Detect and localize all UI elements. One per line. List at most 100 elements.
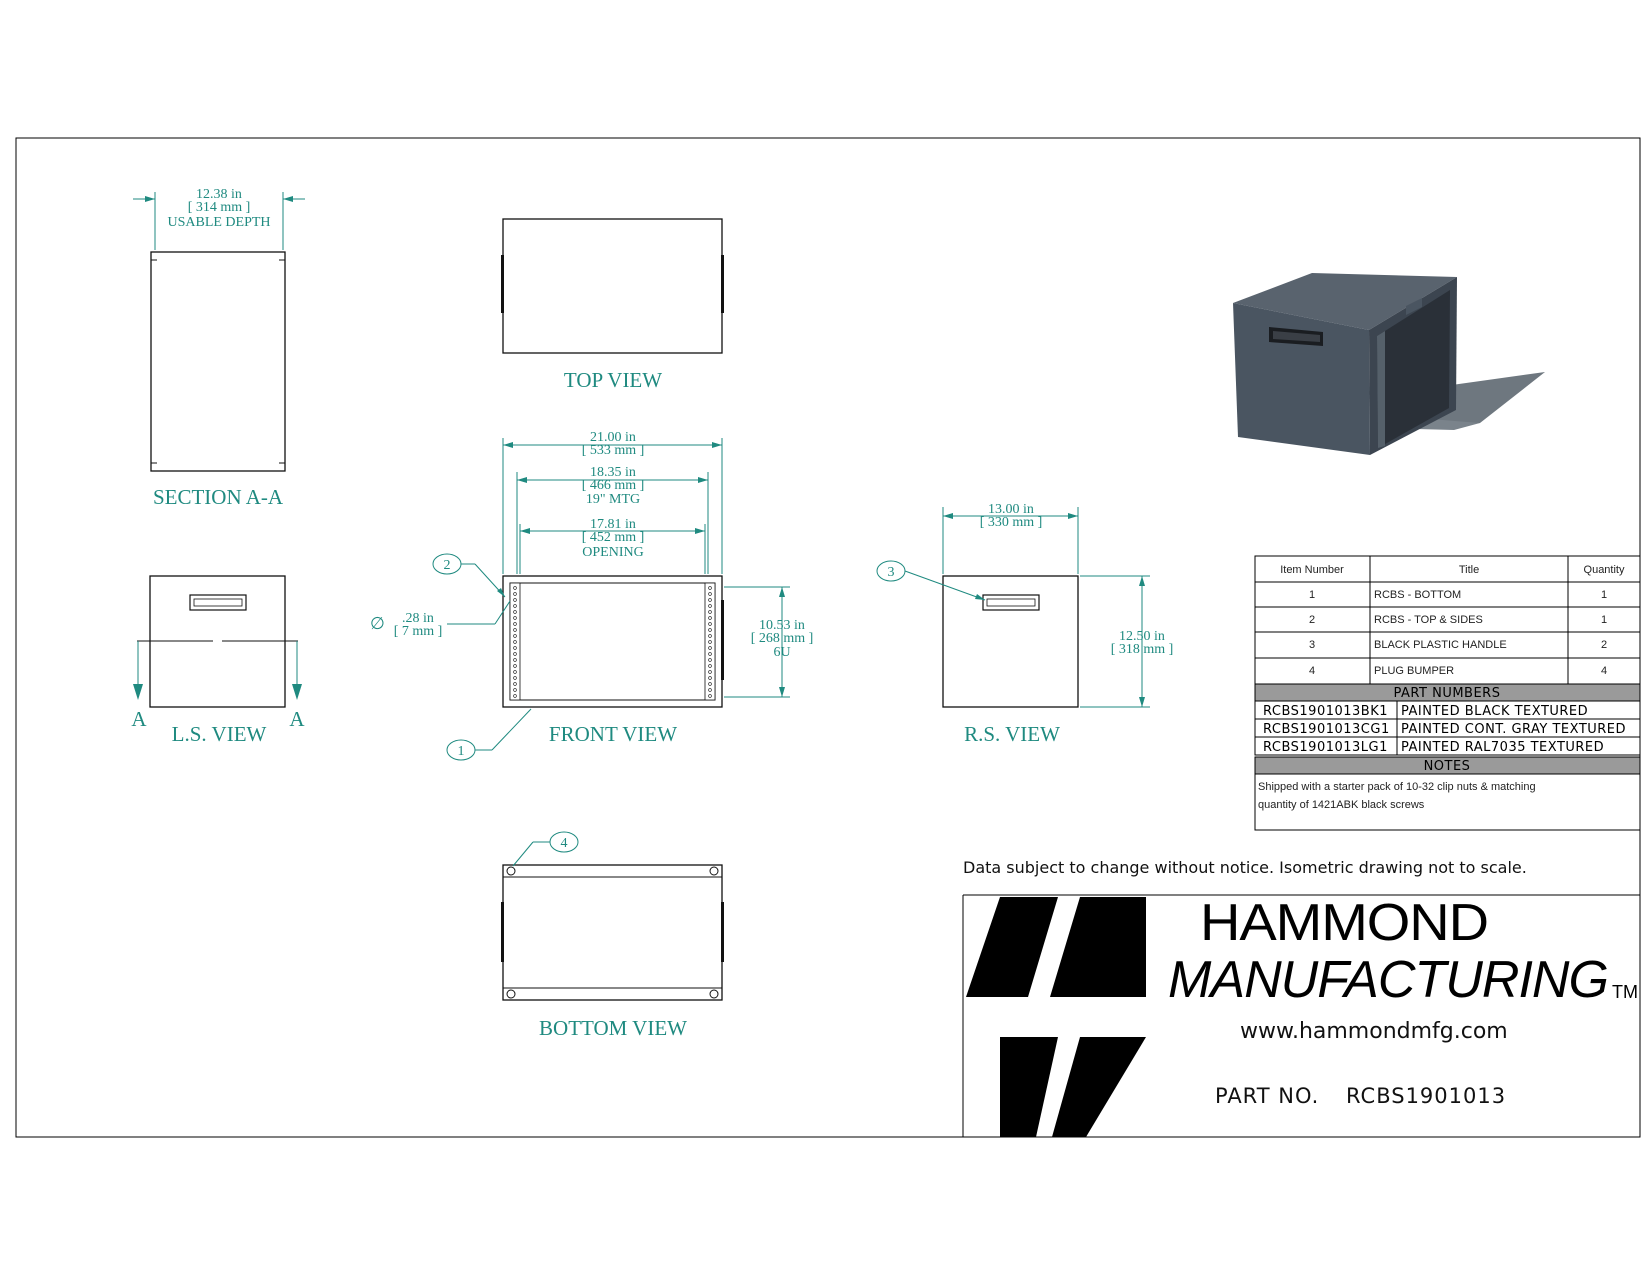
- note-line: Shipped with a starter pack of 10-32 cli…: [1258, 781, 1536, 793]
- front-dim-mtg-2: [ 466 mm ]: [582, 478, 645, 493]
- balloon-4: 4: [561, 836, 568, 851]
- rail-hole: [513, 586, 517, 590]
- rail-hole: [513, 664, 517, 668]
- rail-hole: [708, 610, 712, 614]
- rail-hole: [708, 634, 712, 638]
- rail-hole: [708, 604, 712, 608]
- rail-hole: [708, 694, 712, 698]
- rail-hole: [708, 646, 712, 650]
- part-number: RCBS1901013LG1: [1263, 740, 1388, 755]
- rail-hole: [513, 646, 517, 650]
- rack-rail-holes: [513, 586, 712, 698]
- rail-hole: [513, 658, 517, 662]
- section-dim-2: [ 314 mm ]: [188, 200, 251, 215]
- top-view: TOP VIEW: [501, 218, 724, 392]
- bom-cell: 1: [1309, 589, 1315, 601]
- part-numbers-header: PART NUMBERS: [1394, 686, 1501, 701]
- rail-hole: [708, 616, 712, 620]
- rail-hole: [513, 616, 517, 620]
- right-side-view: 13.00 in [ 330 mm ] 12.50 in [ 318 mm ] …: [876, 502, 1174, 746]
- balloon-3: 3: [888, 565, 895, 580]
- rs-dim-depth-1: 13.00 in: [988, 502, 1034, 517]
- part-number: RCBS1901013CG1: [1263, 722, 1390, 737]
- diameter-symbol: ∅: [370, 614, 385, 633]
- front-dim-opening-3: OPENING: [582, 545, 643, 560]
- section-marker-left: A: [131, 707, 147, 731]
- rail-hole: [513, 634, 517, 638]
- rail-hole: [513, 694, 517, 698]
- rail-hole: [513, 688, 517, 692]
- front-dim-overall-2: [ 533 mm ]: [582, 443, 645, 458]
- company-website: www.hammondmfg.com: [1240, 1019, 1508, 1044]
- notes-header: NOTES: [1424, 759, 1471, 774]
- note-line: quantity of 1421ABK black screws: [1258, 799, 1425, 811]
- rail-hole: [708, 598, 712, 602]
- section-dim-3: USABLE DEPTH: [167, 215, 270, 230]
- rail-hole: [513, 682, 517, 686]
- rail-hole: [708, 592, 712, 596]
- disclaimer-text: Data subject to change without notice. I…: [963, 858, 1527, 877]
- rail-hole: [513, 670, 517, 674]
- bill-of-materials: Item Number Title Quantity 1 RCBS - BOTT…: [1254, 555, 1641, 685]
- hole-dim-2: [ 7 mm ]: [394, 624, 443, 639]
- rail-hole: [513, 640, 517, 644]
- front-dim-opening-2: [ 452 mm ]: [582, 530, 645, 545]
- bom-cell: 1: [1601, 614, 1607, 626]
- rail-hole: [513, 598, 517, 602]
- front-dim-height-1: 10.53 in: [759, 618, 805, 633]
- front-dim-height-2: [ 268 mm ]: [751, 631, 814, 646]
- front-dim-mtg-1: 18.35 in: [590, 465, 636, 480]
- bom-cell: 4: [1601, 665, 1607, 677]
- bom-cell: 4: [1309, 665, 1315, 677]
- balloon-1: 1: [458, 744, 465, 759]
- front-dim-overall-1: 21.00 in: [590, 430, 636, 445]
- balloon-2: 2: [444, 558, 451, 573]
- handle-icon: [189, 594, 247, 611]
- front-dim-mtg-3: 19" MTG: [586, 492, 640, 507]
- bom-header-title: Title: [1459, 564, 1479, 576]
- part-finish: PAINTED CONT. GRAY TEXTURED: [1401, 722, 1626, 737]
- company-name-line2: MANUFACTURING: [1168, 951, 1608, 1009]
- part-no-label: PART NO.: [1215, 1084, 1319, 1108]
- section-dim-1: 12.38 in: [196, 187, 242, 202]
- bom-cell: RCBS - BOTTOM: [1374, 589, 1461, 601]
- rail-hole: [708, 586, 712, 590]
- bom-cell: BLACK PLASTIC HANDLE: [1374, 639, 1507, 651]
- rail-hole: [513, 604, 517, 608]
- rail-hole: [513, 622, 517, 626]
- rail-hole: [708, 664, 712, 668]
- part-no-value: RCBS1901013: [1346, 1084, 1506, 1108]
- bom-cell: RCBS - TOP & SIDES: [1374, 614, 1483, 626]
- part-finish: PAINTED BLACK TEXTURED: [1401, 704, 1588, 719]
- hole-dim-1: .28 in: [402, 611, 434, 626]
- rs-dim-depth-2: [ 330 mm ]: [980, 515, 1043, 530]
- rail-hole: [513, 652, 517, 656]
- rs-dim-height-2: [ 318 mm ]: [1111, 642, 1174, 657]
- part-number: RCBS1901013BK1: [1263, 704, 1388, 719]
- rs-view-label: R.S. VIEW: [964, 722, 1060, 746]
- front-dim-opening-1: 17.81 in: [590, 517, 636, 532]
- rail-hole: [708, 628, 712, 632]
- section-a-a-view: 12.38 in [ 314 mm ] USABLE DEPTH SECTION…: [133, 187, 305, 509]
- bom-cell: 2: [1309, 614, 1315, 626]
- section-a-a-label: SECTION A-A: [153, 485, 284, 509]
- rail-hole: [708, 688, 712, 692]
- front-dim-height-3: 6U: [773, 645, 790, 660]
- part-numbers-table: PART NUMBERS RCBS1901013BK1 PAINTED BLAC…: [1254, 683, 1641, 756]
- company-name-line1: HAMMOND: [1200, 894, 1488, 952]
- bottom-view-label: BOTTOM VIEW: [539, 1016, 687, 1040]
- rail-hole: [708, 670, 712, 674]
- handle-icon: [982, 594, 1040, 611]
- rail-hole: [513, 592, 517, 596]
- bom-cell: 1: [1601, 589, 1607, 601]
- rs-dim-height-1: 12.50 in: [1119, 629, 1165, 644]
- bottom-view: 4 BOTTOM VIEW: [501, 831, 724, 1040]
- bom-cell: 3: [1309, 639, 1315, 651]
- front-view-label: FRONT VIEW: [549, 722, 677, 746]
- rail-hole: [513, 610, 517, 614]
- rail-hole: [708, 682, 712, 686]
- left-side-view: A A L.S. VIEW: [131, 575, 305, 746]
- rail-hole: [708, 622, 712, 626]
- top-view-label: TOP VIEW: [564, 368, 662, 392]
